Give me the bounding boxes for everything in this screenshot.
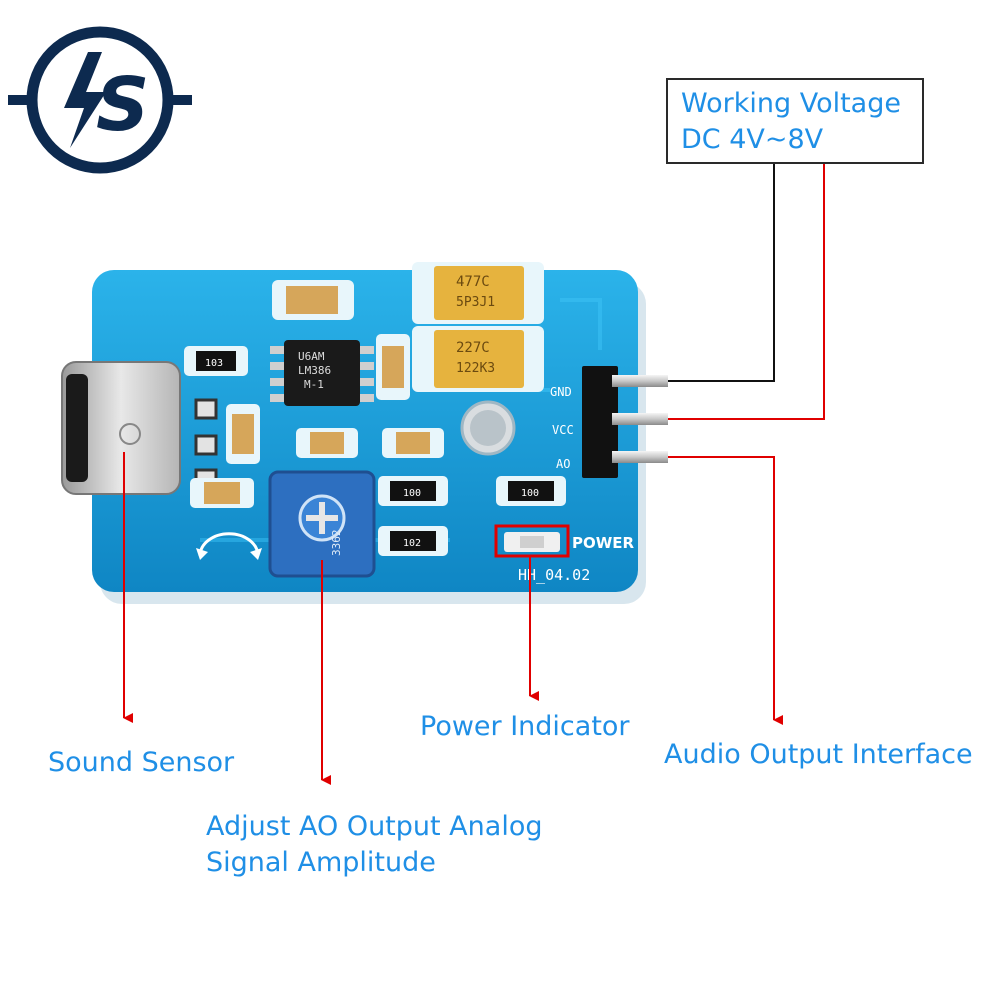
voltage-box-line2: DC 4V~8V [681, 124, 824, 155]
power-indicator-label: Power Indicator [420, 711, 630, 742]
adjust-label-line1: Adjust AO Output Analog [206, 811, 543, 842]
resistor-100a-label: 100 [403, 488, 421, 499]
vcc-wire [668, 164, 825, 420]
audio-output-label: Audio Output Interface [664, 739, 973, 770]
potentiometer: 3362 [268, 470, 376, 578]
power-silkscreen-label: POWER [572, 534, 635, 552]
amplifier-ic: U6AM LM386 M-1 [270, 340, 374, 406]
cap1-bottom-label: 5P3J1 [456, 295, 495, 310]
pin-label-vcc: VCC [552, 423, 574, 437]
rotate-icon [198, 532, 260, 557]
tantalum-capacitor-2: 227C 122K3 [412, 326, 544, 392]
pot-code-label: 3362 [330, 530, 343, 557]
lightning-icon [64, 52, 106, 148]
pin-label-ao: AO [556, 457, 570, 471]
resistor-103-label: 103 [205, 358, 223, 369]
working-voltage-box: Working Voltage DC 4V~8V [666, 78, 924, 164]
pin-label-gnd: GND [550, 385, 572, 399]
sound-sensor-label: Sound Sensor [48, 747, 235, 778]
tantalum-capacitor-1: 477C 5P3J1 [412, 262, 544, 324]
logo-letter-s: S [96, 62, 149, 148]
gnd-wire [668, 164, 775, 382]
voltage-box-line1: Working Voltage [681, 88, 901, 119]
cap2-top-label: 227C [456, 340, 490, 356]
cap1-top-label: 477C [456, 274, 490, 290]
brand-logo: S [8, 26, 192, 174]
microphone [61, 361, 181, 495]
power-led [494, 524, 570, 558]
ic-line1: U6AM [298, 350, 325, 363]
adjust-label-line2: Signal Amplitude [206, 847, 436, 878]
resistor-102-label: 102 [403, 538, 421, 549]
cap2-bottom-label: 122K3 [456, 361, 495, 376]
pin-header [582, 366, 668, 478]
ic-line2: LM386 [298, 364, 331, 377]
ic-line3: M-1 [304, 378, 324, 391]
audio-output-arrow [668, 456, 783, 725]
resistor-100b-label: 100 [521, 488, 539, 499]
pcb-board: 103 U6AM LM386 M-1 477C 5P3J1 [61, 262, 668, 592]
board-version-label: HH_04.02 [518, 566, 590, 584]
